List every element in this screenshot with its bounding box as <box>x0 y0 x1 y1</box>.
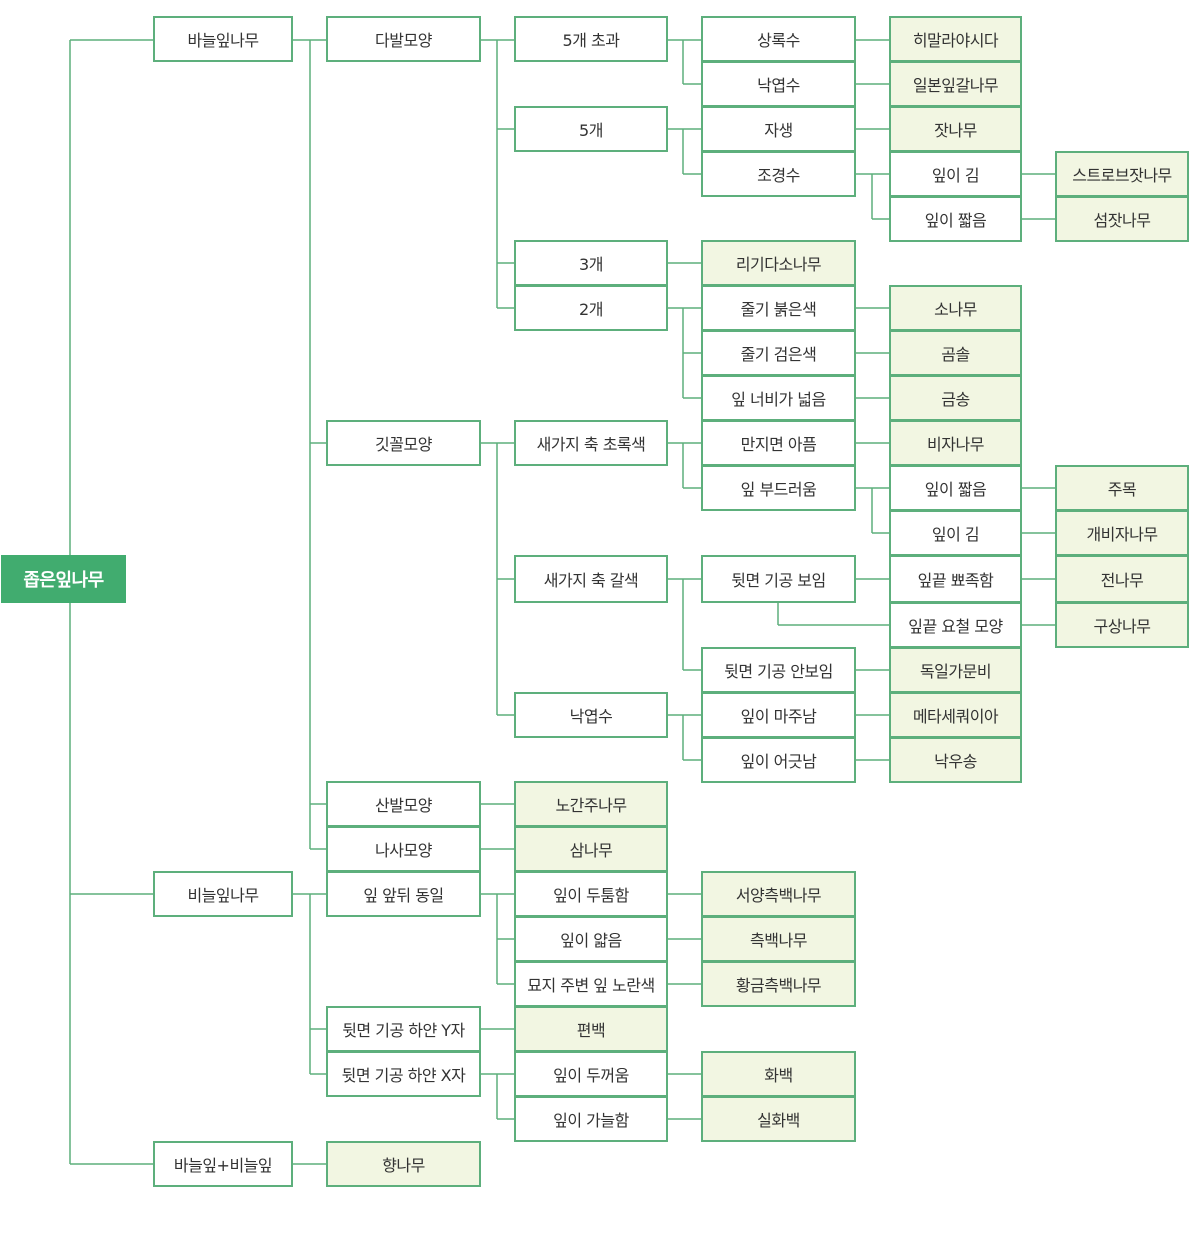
node-thick-leaves: 잎이 두꺼움 <box>514 1051 668 1097</box>
node-white-x-stomata: 뒷면 기공 하얀 X자 <box>326 1051 481 1097</box>
node-alternate-leaves: 잎이 어긋남 <box>701 737 856 783</box>
node-scattered-shape: 산발모양 <box>326 781 481 827</box>
node-red-stem: 줄기 붉은색 <box>701 285 856 331</box>
node-yellow-leaf: 묘지 주변 잎 노란색 <box>514 961 668 1007</box>
node-yew: 주목 <box>1055 465 1189 511</box>
node-metasequoia: 메타세쿼이아 <box>889 692 1022 738</box>
node-norway-spruce: 독일가문비 <box>889 647 1022 693</box>
node-5: 5개 <box>514 106 668 152</box>
node-prickly: 만지면 아픔 <box>701 420 856 466</box>
node-pointed-tip: 잎끝 뾰족함 <box>889 555 1022 603</box>
node-golden-arborvitae: 황금측백나무 <box>701 961 856 1007</box>
node-hwabaek: 화백 <box>701 1051 856 1097</box>
node-umbrella-pine: 금송 <box>889 375 1022 421</box>
node-opposite-leaves: 잎이 마주남 <box>701 692 856 738</box>
node-western-arborvitae: 서양측백나무 <box>701 871 856 917</box>
node-wide-leaf: 잎 너비가 넓음 <box>701 375 856 421</box>
node-thick-leaf: 잎이 두툼함 <box>514 871 668 917</box>
node-hyangnamu: 향나무 <box>326 1141 481 1187</box>
node-landscape: 조경수 <box>701 151 856 197</box>
node-brown-twig-axis: 새가지 축 갈색 <box>514 555 668 603</box>
node-pinnate-shape: 깃꼴모양 <box>326 420 481 466</box>
node-short-leaf: 잎이 짧음 <box>889 196 1022 242</box>
node-deciduous-2: 낙엽수 <box>701 61 856 107</box>
node-black-stem: 줄기 검은색 <box>701 330 856 376</box>
node-noganju: 노간주나무 <box>514 781 668 827</box>
node-more-than-5: 5개 초과 <box>514 16 668 62</box>
node-samnamu: 삼나무 <box>514 826 668 872</box>
node-short-leaf-2: 잎이 짧음 <box>889 465 1022 511</box>
node-needle-leaf: 바늘잎나무 <box>153 16 293 62</box>
node-native: 자생 <box>701 106 856 152</box>
node-red-pine: 소나무 <box>889 285 1022 331</box>
node-3: 3개 <box>514 240 668 286</box>
node-pyeonbaek: 편백 <box>514 1006 668 1052</box>
node-white-y-stomata: 뒷면 기공 하얀 Y자 <box>326 1006 481 1052</box>
node-notched-tip: 잎끝 요철 모양 <box>889 602 1022 648</box>
node-soft-leaf: 잎 부드러움 <box>701 465 856 511</box>
node-scale-leaf: 비늘잎나무 <box>153 871 293 917</box>
node-torreya: 비자나무 <box>889 420 1022 466</box>
root-node: 좁은잎나무 <box>1 555 126 603</box>
node-slender-leaves: 잎이 가늘함 <box>514 1096 668 1142</box>
node-needle-and-scale: 바늘잎+비늘잎 <box>153 1141 293 1187</box>
node-stomata-hidden: 뒷면 기공 안보임 <box>701 647 856 693</box>
node-green-twig-axis: 새가지 축 초록색 <box>514 420 668 466</box>
node-black-pine: 곰솔 <box>889 330 1022 376</box>
node-thin-leaf: 잎이 얇음 <box>514 916 668 962</box>
node-same-both-sides: 잎 앞뒤 동일 <box>326 871 481 917</box>
node-2: 2개 <box>514 285 668 331</box>
node-japanese-larch: 일본잎갈나무 <box>889 61 1022 107</box>
node-silhwabaek: 실화백 <box>701 1096 856 1142</box>
node-japanese-white-pine: 섬잣나무 <box>1055 196 1189 242</box>
node-bundle-shape: 다발모양 <box>326 16 481 62</box>
node-korean-pine: 잣나무 <box>889 106 1022 152</box>
node-eastern-white-pine: 스트로브잣나무 <box>1055 151 1189 197</box>
node-korean-fir: 구상나무 <box>1055 602 1189 648</box>
node-stomata-visible: 뒷면 기공 보임 <box>701 555 856 603</box>
node-long-leaf: 잎이 김 <box>889 151 1022 197</box>
node-spiral-shape: 나사모양 <box>326 826 481 872</box>
node-rigida-pine: 리기다소나무 <box>701 240 856 286</box>
node-himalayan-cedar: 히말라야시다 <box>889 16 1022 62</box>
node-deciduous: 낙엽수 <box>514 692 668 738</box>
node-plum-yew: 개비자나무 <box>1055 510 1189 556</box>
node-long-leaf-2: 잎이 김 <box>889 510 1022 556</box>
node-fir: 전나무 <box>1055 555 1189 603</box>
node-arborvitae: 측백나무 <box>701 916 856 962</box>
node-evergreen: 상록수 <box>701 16 856 62</box>
node-bald-cypress: 낙우송 <box>889 737 1022 783</box>
